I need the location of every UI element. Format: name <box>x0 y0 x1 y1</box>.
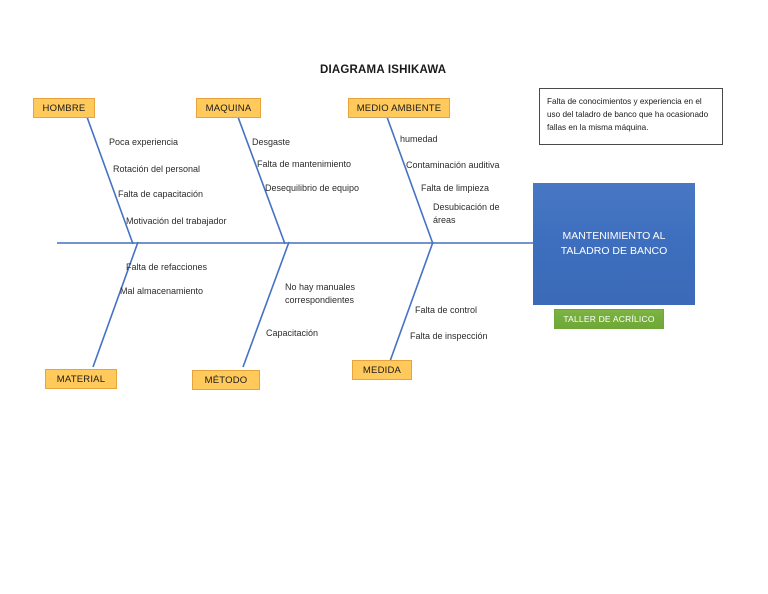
cause-label-hombre-4: Motivación del trabajador <box>126 216 227 226</box>
category-box-medio-ambiente[interactable]: MEDIO AMBIENTE <box>348 98 450 118</box>
workshop-badge[interactable]: TALLER DE ACRÍLICO <box>554 309 664 329</box>
category-box-material[interactable]: MATERIAL <box>45 369 117 389</box>
cause-label-medida-2: Falta de inspección <box>410 331 488 341</box>
bone-medida <box>388 241 434 365</box>
cause-label-metodo-2: Capacitación <box>266 328 319 338</box>
category-box-hombre[interactable]: HOMBRE <box>33 98 95 118</box>
cause-label-hombre-3: Falta de capacitación <box>118 189 204 199</box>
effect-box[interactable]: MANTENIMIENTO AL TALADRO DE BANCO <box>533 183 695 305</box>
bone-metodo <box>242 241 290 368</box>
cause-label-medio-ambiente-4: Desubicación de áreas <box>433 202 500 225</box>
cause-label-hombre-2: Rotación del personal <box>113 164 201 174</box>
cause-label-maquina-1: Desgaste <box>252 137 291 147</box>
category-box-maquina[interactable]: MAQUINA <box>196 98 261 118</box>
bone-maquina <box>237 116 286 245</box>
cause-label-hombre-1: Poca experiencia <box>109 137 179 147</box>
bone-hombre <box>86 116 134 245</box>
cause-label-material-2: Mal almacenamiento <box>120 286 204 296</box>
cause-label-medio-ambiente-3: Falta de limpieza <box>421 183 490 193</box>
cause-label-medio-ambiente-2: Contaminación auditiva <box>406 160 500 170</box>
note-box[interactable]: Falta de conocimientos y experiencia en … <box>539 88 723 145</box>
cause-label-maquina-2: Falta de mantenimiento <box>257 159 352 169</box>
note-text: Falta de conocimientos y experiencia en … <box>547 97 709 132</box>
cause-label-metodo-1: No hay manuales correspondientes <box>285 282 356 305</box>
page-title: DIAGRAMA ISHIKAWA <box>320 64 447 76</box>
category-box-metodo[interactable]: MÉTODO <box>192 370 260 390</box>
category-box-medida[interactable]: MEDIDA <box>352 360 412 380</box>
bone-material <box>92 241 139 368</box>
cause-label-medida-1: Falta de control <box>415 305 478 315</box>
cause-label-medio-ambiente-1: humedad <box>400 134 438 144</box>
cause-label-material-1: Falta de refacciones <box>126 262 208 272</box>
cause-label-maquina-3: Desequilibrio de equipo <box>265 183 360 193</box>
bone-medio-ambiente <box>386 116 434 245</box>
